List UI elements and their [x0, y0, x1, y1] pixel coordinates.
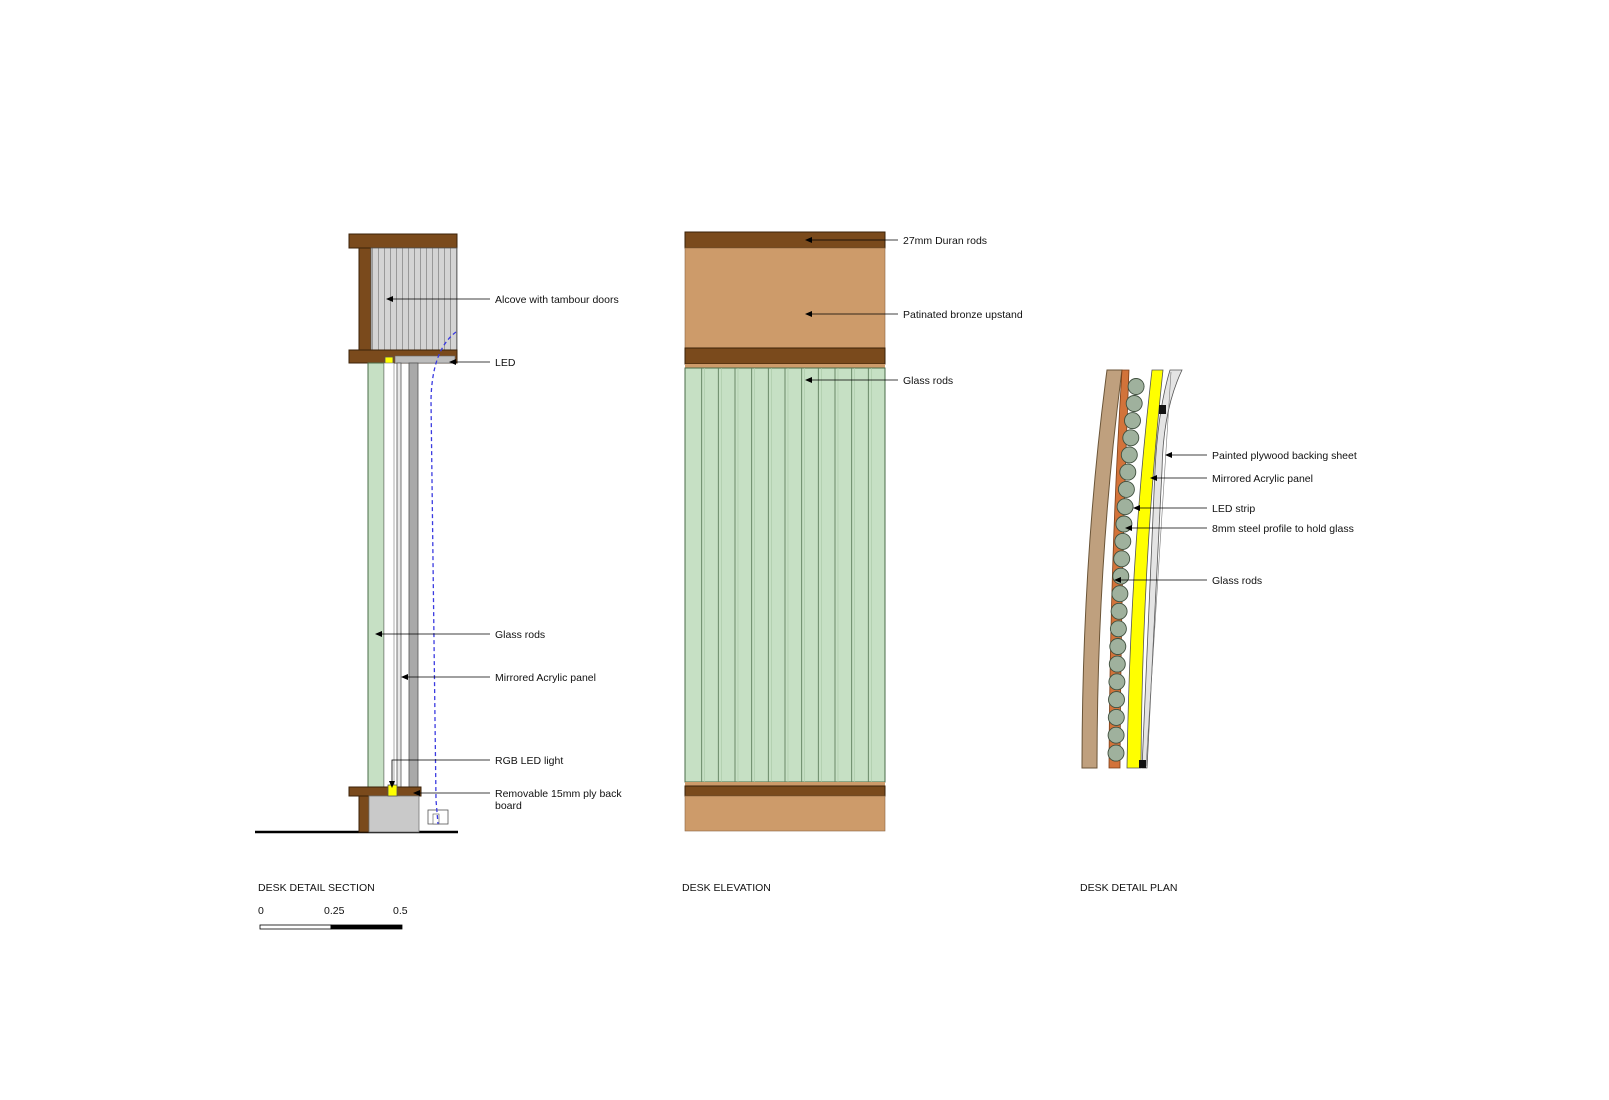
- label-plywood: Painted plywood backing sheet: [1212, 450, 1357, 462]
- plan-title: DESK DETAIL PLAN: [1080, 882, 1177, 894]
- label-rgb-led: RGB LED light: [495, 755, 563, 767]
- arrow-plan-mirrored: [1150, 475, 1157, 481]
- alcove-left-post: [358, 247, 372, 351]
- plan-glass-rod: [1107, 726, 1125, 744]
- label-plan-mirrored: Mirrored Acrylic panel: [1212, 473, 1313, 485]
- arrow-plan-glass: [1114, 577, 1121, 583]
- acrylic-edge: [1145, 371, 1172, 767]
- mirrored-panel-section: [396, 362, 402, 788]
- plan-glass-rod: [1119, 463, 1137, 481]
- plan-glass-rod: [1107, 708, 1125, 726]
- leader-rgb-led: [391, 759, 490, 785]
- bronze-strip-low: [685, 782, 885, 786]
- base-post: [358, 795, 370, 833]
- desk-detail-section: Alcove with tambour doors LED Glass rods…: [255, 233, 622, 930]
- ply-back-board: [408, 362, 419, 788]
- glass-rod-lines: [701, 368, 872, 782]
- label-plan-glass-rods: Glass rods: [1212, 575, 1262, 587]
- bronze-strip-mid: [685, 364, 885, 368]
- scale-bar-white: [259, 924, 332, 930]
- arrow-alcove: [386, 296, 393, 302]
- plan-glass-rod: [1127, 378, 1145, 395]
- scale-bar: 0 0.25 0.5: [258, 905, 408, 930]
- arrow-duran: [805, 237, 812, 243]
- led-wire: [430, 331, 457, 825]
- plan-glass-rod: [1116, 498, 1134, 516]
- shelf-profile: [394, 355, 456, 364]
- label-alcove: Alcove with tambour doors: [495, 294, 619, 306]
- plan-glass-rod: [1109, 620, 1127, 638]
- section-title: DESK DETAIL SECTION: [258, 882, 375, 894]
- plan-glass-rod: [1111, 585, 1129, 603]
- arrow-mirrored: [401, 674, 408, 680]
- scale-bar-black: [330, 924, 403, 930]
- arrow-glass-rods: [375, 631, 382, 637]
- panel-clip-bottom: [1139, 760, 1146, 768]
- label-elev-glass-rods: Glass rods: [903, 375, 953, 387]
- label-mirrored-panel: Mirrored Acrylic panel: [495, 672, 596, 684]
- plan-glass-rod: [1107, 744, 1125, 762]
- bottom-timber-band: [684, 785, 886, 797]
- base-shelf: [348, 786, 422, 797]
- label-ply-back-1: Removable 15mm ply back: [495, 788, 622, 800]
- scale-tick-0: 0: [258, 905, 264, 917]
- plan-glass-rod: [1108, 691, 1125, 709]
- elevation-title: DESK ELEVATION: [682, 882, 771, 894]
- plan-glass-rod: [1122, 429, 1140, 447]
- panel-clip-top: [1159, 405, 1166, 414]
- plywood-backing: [1081, 369, 1123, 769]
- plinth: [368, 795, 420, 833]
- plan-glass-rod: [1109, 638, 1127, 655]
- alcove-top-cap: [348, 233, 458, 249]
- plan-glass-rods: [1107, 378, 1145, 762]
- arrow-ply-back: [413, 790, 420, 796]
- arrow-bronze: [805, 311, 812, 317]
- plan-glass-rod: [1110, 602, 1128, 620]
- label-led-strip: LED strip: [1212, 503, 1255, 515]
- bronze-upstand: [684, 247, 886, 349]
- arrow-rgb-led: [389, 781, 395, 788]
- plan-glass-rod: [1114, 532, 1132, 550]
- label-bronze-upstand: Patinated bronze upstand: [903, 309, 1023, 321]
- plan-glass-rod: [1120, 446, 1138, 464]
- arrow-led: [449, 359, 456, 365]
- bronze-plinth: [684, 795, 886, 832]
- desk-detail-plan: Painted plywood backing sheet Mirrored A…: [1080, 369, 1357, 894]
- arrow-led-strip: [1133, 505, 1140, 511]
- mid-timber-band: [684, 347, 886, 365]
- plan-glass-rod: [1108, 673, 1126, 691]
- label-duran-rods: 27mm Duran rods: [903, 235, 987, 247]
- plan-glass-rod: [1113, 550, 1131, 568]
- arrow-plywood: [1165, 452, 1172, 458]
- label-glass-rods: Glass rods: [495, 629, 545, 641]
- label-steel-profile: 8mm steel profile to hold glass: [1212, 523, 1354, 535]
- arrow-elev-glass: [805, 377, 812, 383]
- plan-glass-rod: [1124, 412, 1141, 430]
- label-led: LED: [495, 357, 516, 369]
- plan-glass-rod: [1108, 655, 1126, 673]
- junction-box-inner: [432, 813, 440, 825]
- scale-tick-025: 0.25: [324, 905, 345, 917]
- plan-glass-rod: [1125, 395, 1143, 412]
- glass-rod-column: [367, 362, 385, 788]
- label-ply-back-2: board: [495, 800, 522, 812]
- scale-tick-05: 0.5: [393, 905, 408, 917]
- plan-glass-rod: [1117, 480, 1135, 498]
- air-gap: [383, 362, 395, 788]
- desk-elevation: 27mm Duran rods Patinated bronze upstand…: [682, 231, 1023, 894]
- arrow-steel: [1125, 525, 1132, 531]
